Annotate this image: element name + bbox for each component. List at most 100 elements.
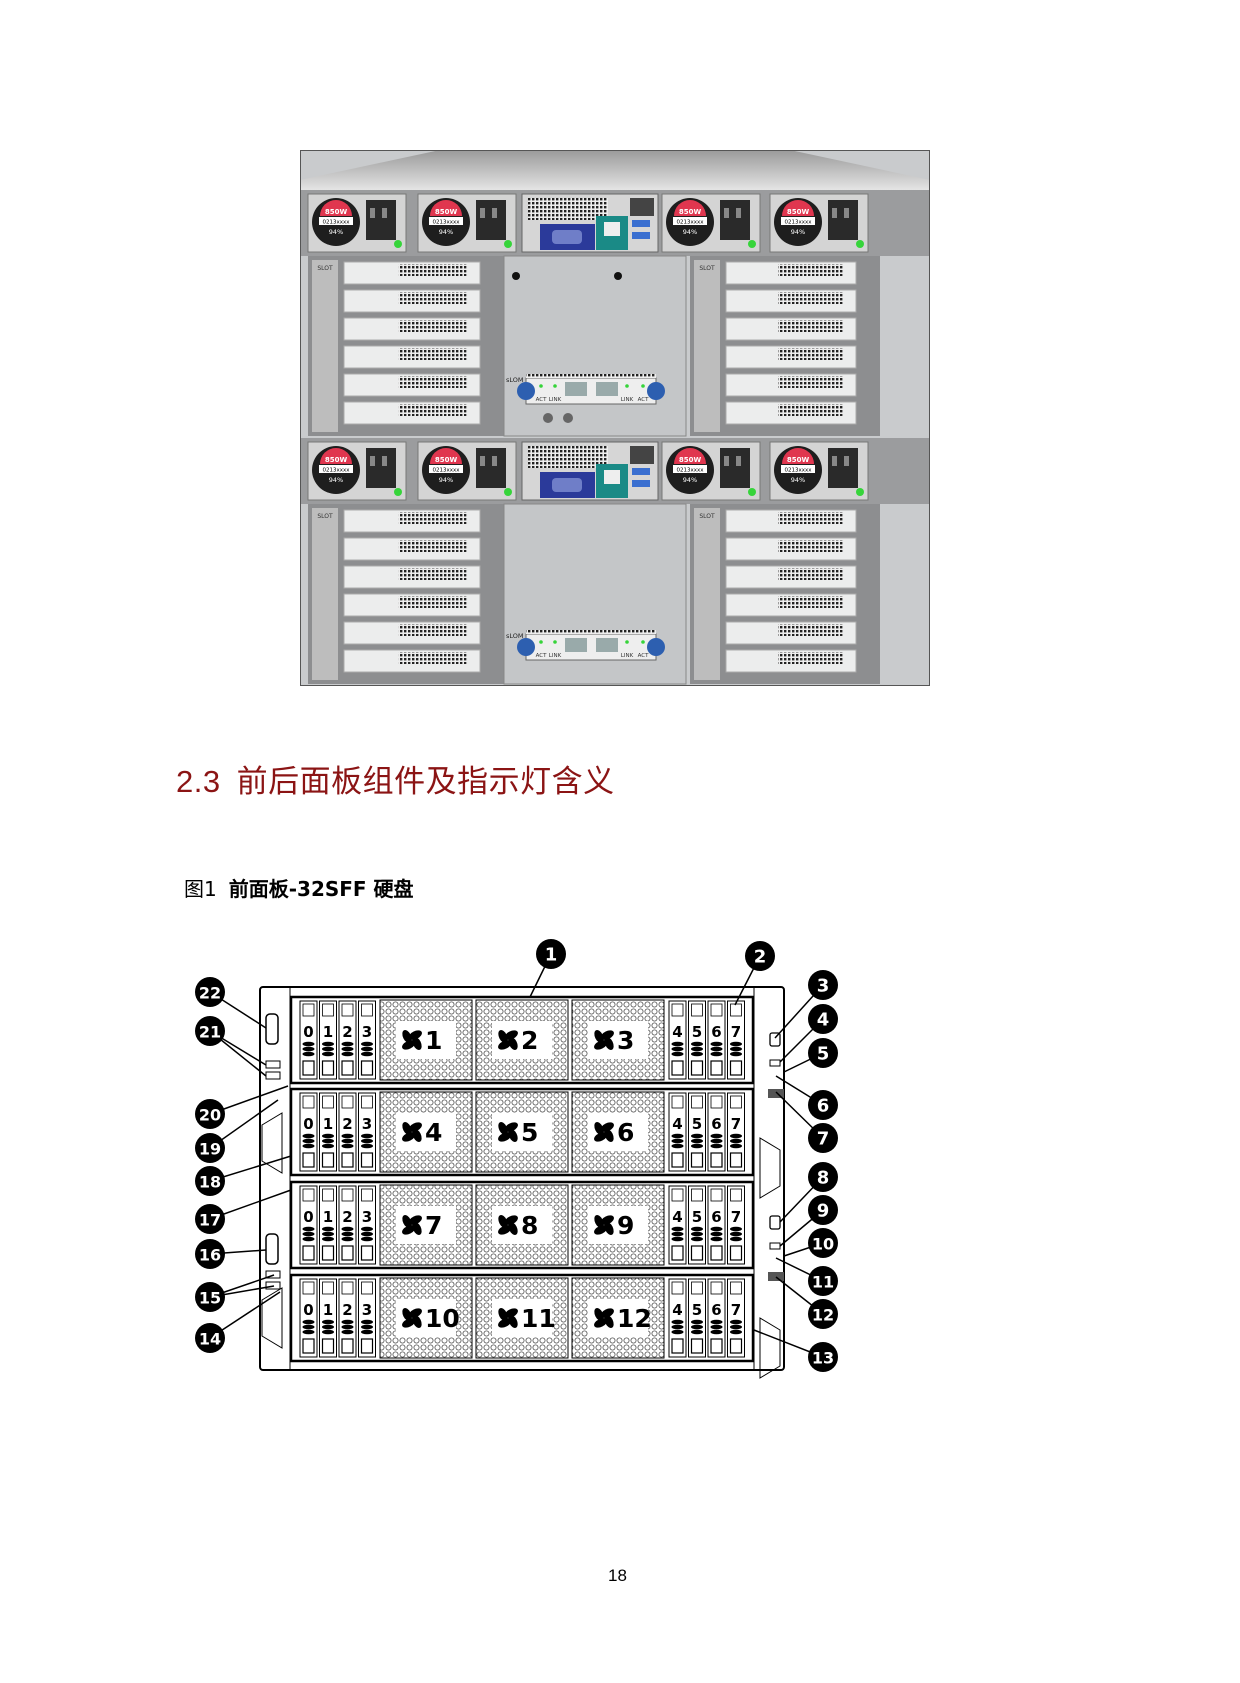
disk-icon xyxy=(341,1329,354,1335)
drive-bay: 7 xyxy=(727,1000,745,1080)
fan-icon xyxy=(504,1030,518,1040)
callout-7: 7 xyxy=(775,1091,838,1153)
disk-icon xyxy=(361,1143,373,1149)
disk-icon xyxy=(710,1046,723,1052)
disk-icon xyxy=(341,1051,354,1057)
disk-icon xyxy=(322,1046,334,1052)
drive-number: 3 xyxy=(362,1115,372,1133)
callout-marker xyxy=(808,1162,838,1192)
disk-icon xyxy=(322,1143,334,1149)
callout-12: 12 xyxy=(775,1276,838,1329)
callout-marker xyxy=(536,939,566,969)
link-label: LINK xyxy=(549,397,562,403)
psu-wattage: 850W xyxy=(435,456,458,464)
callout-number: 20 xyxy=(199,1106,221,1125)
drive-number: 0 xyxy=(303,1023,313,1041)
psu-label-icon xyxy=(320,448,352,464)
fan-icon xyxy=(594,1132,608,1142)
disk-icon xyxy=(691,1143,703,1149)
fan-number: 12 xyxy=(617,1304,652,1333)
callout-number: 4 xyxy=(817,1010,830,1031)
port-led xyxy=(539,384,543,388)
fan-module: 11 xyxy=(475,1277,569,1359)
drive-number: 4 xyxy=(672,1301,682,1319)
disk-icon xyxy=(710,1236,723,1242)
callout-number: 14 xyxy=(199,1330,221,1349)
callout-1: 1 xyxy=(529,939,566,998)
fan-icon xyxy=(504,1215,518,1225)
disk-icon xyxy=(341,1319,354,1325)
fan-module: 8 xyxy=(475,1184,569,1266)
power-inlet xyxy=(366,200,396,240)
callout-marker xyxy=(195,1239,225,1269)
drive-bay: 1 xyxy=(319,1185,337,1265)
drive-number: 3 xyxy=(362,1301,372,1319)
fan-icon xyxy=(498,1215,508,1229)
drive-bay: 4 xyxy=(668,1278,687,1358)
drive-number: 3 xyxy=(362,1023,372,1041)
disk-icon xyxy=(671,1319,684,1325)
usb-port-icon xyxy=(768,1089,784,1098)
thumbscrew xyxy=(517,638,535,656)
fan-module: 4 xyxy=(379,1091,473,1173)
fan-icon xyxy=(408,1122,422,1132)
slom-label: sLOM xyxy=(506,632,524,640)
callout-marker xyxy=(195,1166,225,1196)
section-heading: 2.3 前后面板组件及指示灯含义 xyxy=(176,756,615,801)
drive-number: 4 xyxy=(672,1023,682,1041)
disk-icon xyxy=(302,1236,315,1242)
psu-part-number: 0213xxxx xyxy=(784,220,812,226)
psu-efficiency: 94% xyxy=(683,228,697,236)
port-led xyxy=(539,640,543,644)
port-led xyxy=(641,640,645,644)
pcie-slot-group: SLOT xyxy=(308,504,504,684)
psu-efficiency: 94% xyxy=(329,476,343,484)
power-button-icon xyxy=(769,1215,781,1230)
act-label: ACT xyxy=(536,397,548,403)
fan-icon xyxy=(594,1215,604,1229)
handle-icon xyxy=(759,1137,781,1199)
callout-marker xyxy=(808,1342,838,1372)
drive-number: 2 xyxy=(342,1301,352,1319)
disk-icon xyxy=(691,1041,703,1047)
drive-number: 7 xyxy=(731,1023,741,1041)
callout-number: 13 xyxy=(812,1349,834,1368)
disk-icon xyxy=(341,1138,354,1144)
drive-number: 5 xyxy=(692,1023,702,1041)
port-led xyxy=(641,384,645,388)
usb-port-icon xyxy=(768,1272,784,1281)
disk-icon xyxy=(361,1051,373,1057)
act-label: ACT xyxy=(536,653,548,659)
callout-marker xyxy=(745,941,775,971)
pcie-slot-group: SLOT xyxy=(308,256,504,436)
fan-module: 9 xyxy=(571,1184,665,1266)
drive-bay: 0 xyxy=(299,1000,318,1080)
disk-icon xyxy=(322,1133,334,1139)
callout-6: 6 xyxy=(775,1075,838,1120)
psu-efficiency: 94% xyxy=(791,476,805,484)
psu-led xyxy=(394,240,402,248)
callout-number: 16 xyxy=(199,1246,221,1265)
drive-bay: 1 xyxy=(319,1000,337,1080)
callout-4: 4 xyxy=(779,1004,838,1063)
drive-bay: 0 xyxy=(299,1278,318,1358)
disk-icon xyxy=(730,1329,742,1335)
disk-icon xyxy=(710,1133,723,1139)
usb-port-icon xyxy=(265,1270,281,1279)
drive-number: 1 xyxy=(323,1115,333,1133)
chassis-top xyxy=(300,150,930,192)
fan-icon xyxy=(412,1036,422,1050)
fan-icon xyxy=(600,1030,614,1040)
section-number: 2.3 xyxy=(176,764,221,799)
callout-number: 19 xyxy=(199,1140,221,1159)
fan-icon xyxy=(402,1318,416,1328)
disk-icon xyxy=(361,1324,373,1330)
section-title: 前后面板组件及指示灯含义 xyxy=(236,764,615,799)
disk-icon xyxy=(730,1138,742,1144)
psu-wattage: 850W xyxy=(325,208,348,216)
psu-led xyxy=(748,488,756,496)
disk-icon xyxy=(361,1226,373,1232)
